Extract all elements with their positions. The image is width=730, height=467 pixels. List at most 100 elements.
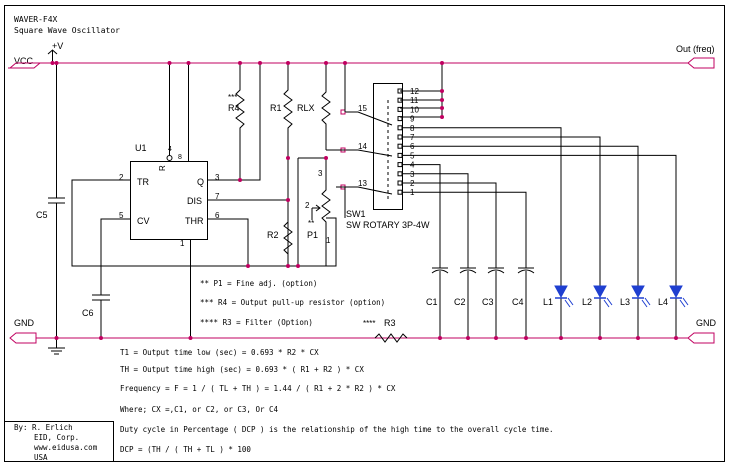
- c5-capacitor: [48, 63, 65, 338]
- junction-dot: [286, 264, 290, 268]
- u1-num3: 3: [215, 173, 220, 182]
- r2-label: R2: [267, 230, 279, 240]
- p1-pot: [298, 157, 331, 266]
- sw1-pin14: 14: [358, 142, 367, 151]
- eq-where: Where; CX =,C1, or C2, or C3, Or C4: [120, 405, 279, 414]
- out-label: Out (freq): [676, 44, 715, 54]
- junction-dot: [286, 156, 290, 160]
- sw1-feed-wires: [326, 63, 346, 218]
- u1-ic: [130, 161, 208, 240]
- junction-dot: [238, 61, 242, 65]
- sw1-pin-2: [397, 180, 403, 186]
- r4-resistor: [235, 63, 245, 180]
- junction-dots: [50, 61, 678, 340]
- junction-dot: [238, 178, 242, 182]
- sw1-pin-7: [397, 134, 403, 140]
- l4-wire: [402, 154, 677, 338]
- u1-cv: CV: [137, 216, 150, 226]
- ground-symbol: [48, 338, 65, 355]
- author-line2: EID, Corp.: [34, 433, 79, 442]
- junction-dot: [296, 264, 300, 268]
- junction-dot: [246, 264, 250, 268]
- l4-led-body: [669, 285, 683, 299]
- sw1-pin-3: [397, 171, 403, 177]
- note-r4: *** R4 = Output pull-up resistor (option…: [200, 298, 385, 307]
- r2-resistor: [283, 221, 293, 255]
- author-line1: By: R. Erlich: [14, 423, 73, 432]
- u1-reset-bubble: [166, 155, 173, 161]
- c4-capacitor: [402, 191, 535, 338]
- u1-num2: 2: [119, 173, 124, 182]
- sw1-pin-5: [397, 152, 403, 158]
- sw1-pin-6: [397, 143, 403, 149]
- title-line2: Square Wave Oscillator: [14, 26, 120, 35]
- junction-dot: [636, 336, 640, 340]
- junction-dot: [186, 61, 191, 65]
- sheet-border: [4, 5, 725, 462]
- author-line4: USA: [34, 453, 48, 462]
- l2-led-body: [593, 285, 607, 299]
- eq-th: TH = Output time high (sec) = 0.693 * ( …: [120, 365, 364, 374]
- u1-dis: DIS: [187, 196, 202, 206]
- sw1-pin-num-10: 10: [410, 105, 419, 114]
- junction-dot: [258, 61, 262, 65]
- p1-pin1: 1: [326, 236, 331, 245]
- l3-led-rays: [641, 297, 651, 308]
- l1-label: L1: [543, 297, 553, 307]
- gnd-right-label: GND: [696, 318, 717, 328]
- rlx-resistor: [321, 63, 331, 150]
- r1-label: R1: [270, 103, 282, 113]
- c1-capacitor: [402, 164, 449, 338]
- sw1-pin-num-9: 9: [410, 115, 415, 124]
- l3-label: L3: [620, 297, 630, 307]
- title-line1: WAVER-F4X: [14, 15, 58, 24]
- r1-r2-chain: [283, 63, 293, 266]
- u1-pin-r: R: [158, 165, 167, 171]
- l4-label: L4: [658, 297, 668, 307]
- c6-capacitor: [92, 218, 130, 338]
- junction-dot: [440, 115, 444, 119]
- p1-pin3: 3: [318, 169, 323, 178]
- junction-dot: [50, 61, 55, 65]
- l4-led-rays: [679, 297, 689, 308]
- sw1-pin15: 15: [358, 104, 367, 113]
- junction-dot: [324, 156, 328, 160]
- l1-led-body: [554, 285, 568, 299]
- eq-dcp: DCP = (TH / ( TH + TL ) * 100: [120, 445, 251, 454]
- eq-duty: Duty cycle in Percentage ( DCP ) is the …: [120, 425, 553, 434]
- l2-led-rays: [603, 297, 613, 308]
- l1-wire: [402, 127, 562, 338]
- r3-label: R3: [384, 318, 396, 328]
- junction-dot: [440, 89, 444, 93]
- sw1-pin-1: [397, 189, 403, 195]
- rlx-label: RLX: [297, 103, 315, 113]
- junction-dot: [466, 336, 470, 340]
- u1-num5: 5: [119, 211, 124, 220]
- sw1-wipers: [345, 111, 393, 195]
- vplus-label: +V: [52, 41, 63, 51]
- junction-dot: [324, 61, 328, 65]
- u1-thr: THR: [185, 216, 204, 226]
- c2-label: C2: [454, 297, 466, 307]
- junction-dot: [167, 61, 172, 65]
- u1-q: Q: [197, 177, 204, 187]
- sw1-pin-num-11: 11: [410, 96, 419, 105]
- u1-num1: 1: [180, 239, 185, 248]
- c3-capacitor: [402, 182, 505, 338]
- c1-label: C1: [426, 297, 438, 307]
- out-connector: [687, 57, 715, 69]
- junction-dot: [286, 198, 290, 202]
- junction-dot: [598, 336, 602, 340]
- r4-mark: ***: [228, 93, 237, 102]
- vcc-label: VCC: [14, 56, 34, 66]
- u1-supply-wires: [169, 63, 189, 161]
- eq-tl: T1 = Output time low (sec) = 0.693 * R2 …: [120, 348, 319, 357]
- l3-led-body: [631, 285, 645, 299]
- sw1-pin-4: [397, 162, 403, 168]
- junction-dot: [188, 336, 193, 340]
- u1-pin8-num: 8: [178, 154, 182, 161]
- gnd-left-label: GND: [14, 318, 35, 328]
- output-wire: [208, 63, 261, 181]
